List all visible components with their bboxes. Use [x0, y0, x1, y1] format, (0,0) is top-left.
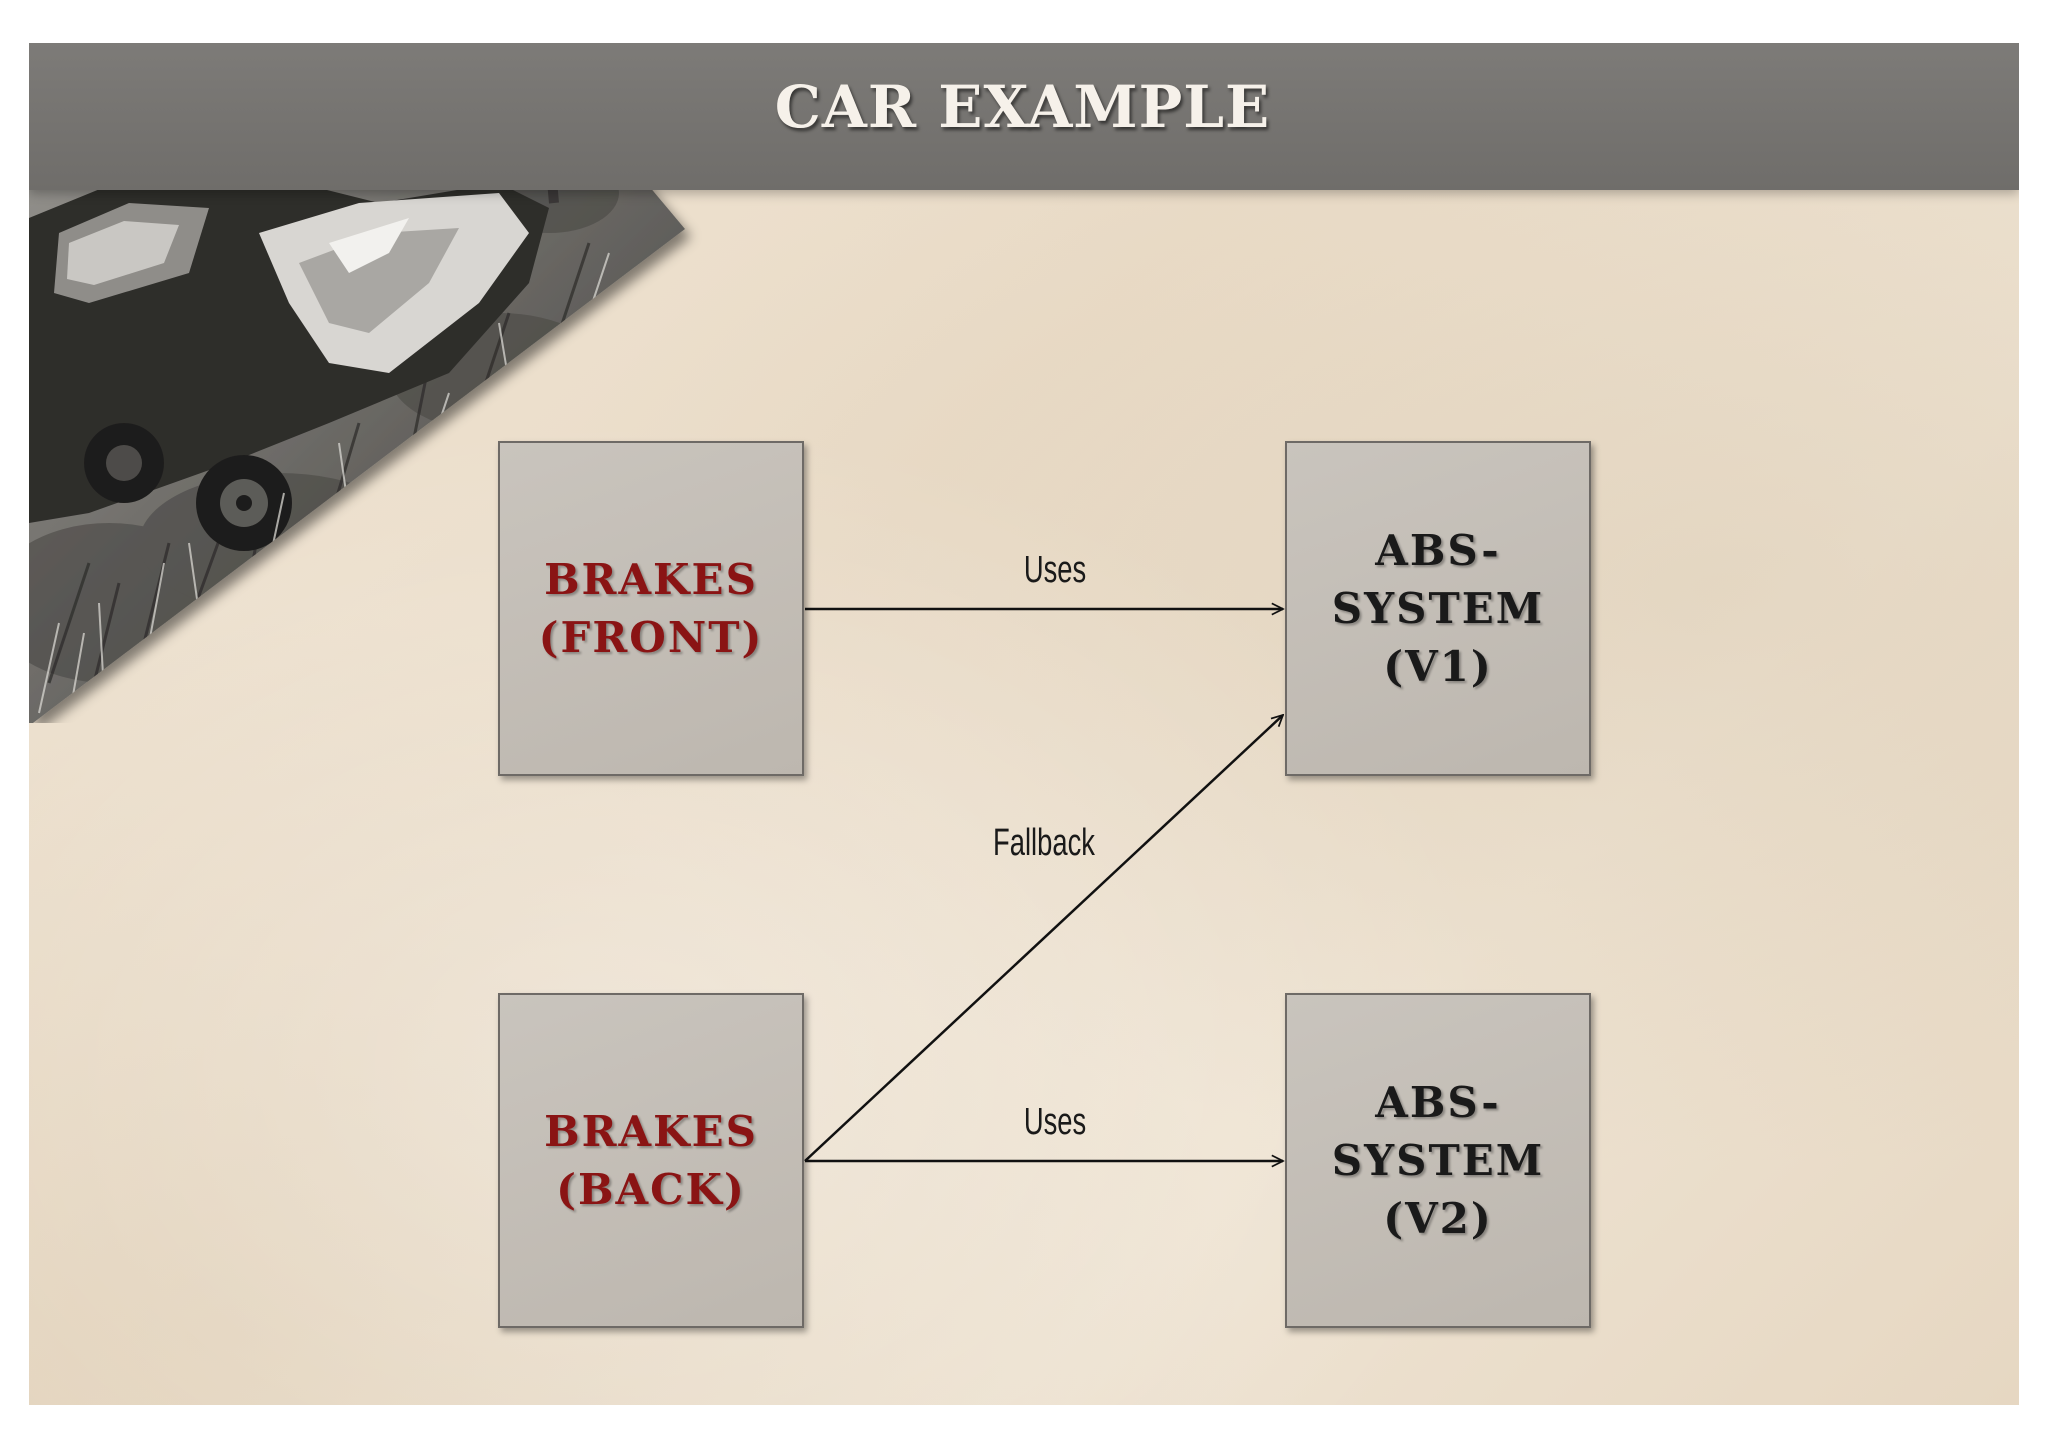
node-label: ABS- SYSTEM (V2) [1332, 1074, 1544, 1248]
node-brakes-front: BRAKES (FRONT) [498, 441, 804, 776]
node-brakes-back: BRAKES (BACK) [498, 993, 804, 1328]
edge-label-uses-top: Uses [1024, 549, 1086, 591]
node-label: ABS- SYSTEM (V1) [1332, 522, 1544, 696]
node-label: BRAKES (BACK) [544, 1103, 758, 1219]
edge-label-uses-bottom: Uses [1024, 1101, 1086, 1143]
edge-label-fallback: Fallback [993, 822, 1095, 864]
node-abs-system-v1: ABS- SYSTEM (V1) [1285, 441, 1591, 776]
node-label: BRAKES (FRONT) [539, 551, 764, 667]
slide: CAR EXAMPLE Uses Fallback Uses BRAKES (F… [29, 43, 2019, 1405]
edge-back-to-v1 [805, 715, 1283, 1161]
node-abs-system-v2: ABS- SYSTEM (V2) [1285, 993, 1591, 1328]
diagram-connectors: Uses Fallback Uses [29, 43, 2019, 1405]
